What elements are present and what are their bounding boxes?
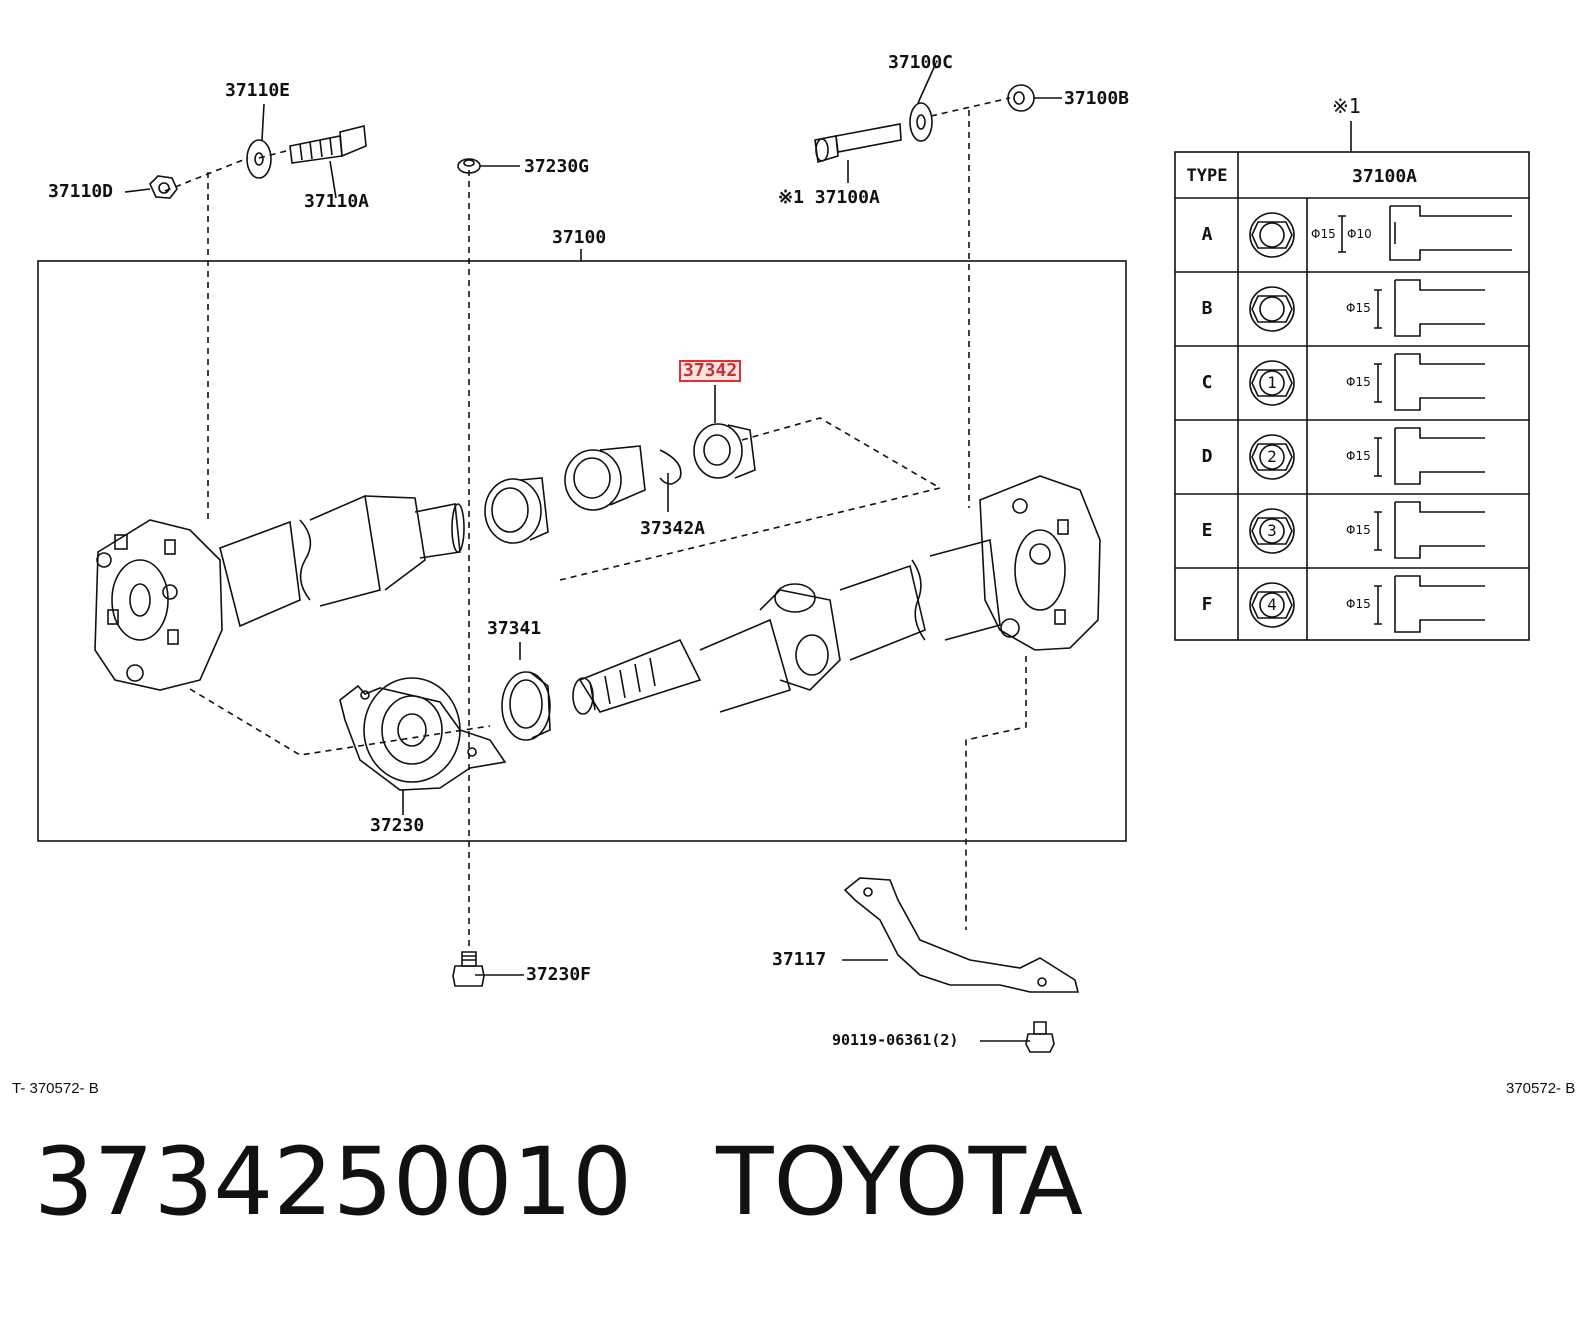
callout-37230f[interactable]: 37230F: [526, 964, 592, 985]
callout-37110a[interactable]: 37110A: [304, 191, 370, 212]
table-header-part: 37100A: [1351, 166, 1418, 187]
washer-37110e: [246, 139, 272, 179]
callout-37100c[interactable]: 37100C: [888, 52, 954, 73]
callout-90119-06361[interactable]: 90119-06361(2): [832, 1031, 959, 1049]
callout-37100a[interactable]: ※1 37100A: [778, 187, 880, 208]
rear-propeller-shaft: [572, 538, 1001, 715]
part-number: 3734250010: [34, 1128, 633, 1237]
dimension-inner: Φ10: [1347, 227, 1372, 241]
callout-37230g[interactable]: 37230G: [524, 156, 590, 177]
table-row-type: F: [1201, 594, 1213, 615]
nut-marking: 4: [1267, 595, 1277, 614]
bolt-37110a: [289, 124, 367, 164]
table-row-type: C: [1201, 372, 1213, 393]
table-row-type: A: [1201, 224, 1213, 245]
table-profiles: [1338, 205, 1512, 633]
dimension-outer: Φ15: [1346, 523, 1371, 537]
callout-37117[interactable]: 37117: [772, 949, 827, 970]
diagram-ref-left: T- 370572- B: [12, 1080, 99, 1097]
bearing-37342: [484, 477, 549, 544]
assembly-frame: [37, 260, 1127, 842]
callout-37100b[interactable]: 37100B: [1064, 88, 1130, 109]
callout-37230[interactable]: 37230: [370, 815, 425, 836]
bolt-37230f: [452, 951, 485, 987]
table-row-type: D: [1201, 446, 1213, 467]
dimension-outer: Φ15: [1346, 301, 1371, 315]
callout-37342-highlighted[interactable]: 37342: [678, 360, 742, 382]
washer-37100c: [909, 102, 933, 142]
callout-37110e[interactable]: 37110E: [225, 80, 291, 101]
bolt-37100a: [814, 123, 902, 164]
brand-name: TOYOTA: [716, 1128, 1084, 1237]
table-row-type: B: [1201, 298, 1213, 319]
bracket-37117: [843, 877, 1080, 993]
left-flange-coupling: [94, 519, 223, 691]
nut-37110d: [149, 175, 178, 199]
bolt-90119: [1025, 1021, 1055, 1053]
dimension-outer: Φ15: [1346, 375, 1371, 389]
type-table-grid: [1174, 121, 1530, 641]
dimension-outer: Φ15: [1311, 227, 1336, 241]
center-bearing-37230: [339, 677, 507, 791]
callout-37342a[interactable]: 37342A: [640, 518, 706, 539]
dimension-outer: Φ15: [1346, 449, 1371, 463]
right-flange-coupling: [979, 475, 1101, 651]
callout-37341[interactable]: 37341: [487, 618, 542, 639]
sleeve-part: [564, 445, 646, 511]
callout-37110d[interactable]: 37110D: [48, 181, 114, 202]
dimension-outer: Φ15: [1346, 597, 1371, 611]
snap-ring-37342a: [659, 449, 682, 485]
callout-37100[interactable]: 37100: [552, 227, 607, 248]
nut-marking: 3: [1267, 521, 1277, 540]
nut-37100b: [1007, 84, 1035, 112]
table-nut-icons: [1249, 212, 1295, 628]
nut-marking: 2: [1267, 447, 1277, 466]
front-propeller-shaft: [219, 494, 465, 628]
nut-marking: 1: [1267, 373, 1277, 392]
seal-37341: [501, 671, 551, 741]
table-header-type: TYPE: [1186, 166, 1228, 186]
bearing-37342-highlighted: [693, 423, 756, 479]
table-row-type: E: [1201, 520, 1213, 541]
table-note: ※1: [1332, 94, 1361, 118]
diagram-ref-right: 370572- B: [1506, 1080, 1576, 1097]
